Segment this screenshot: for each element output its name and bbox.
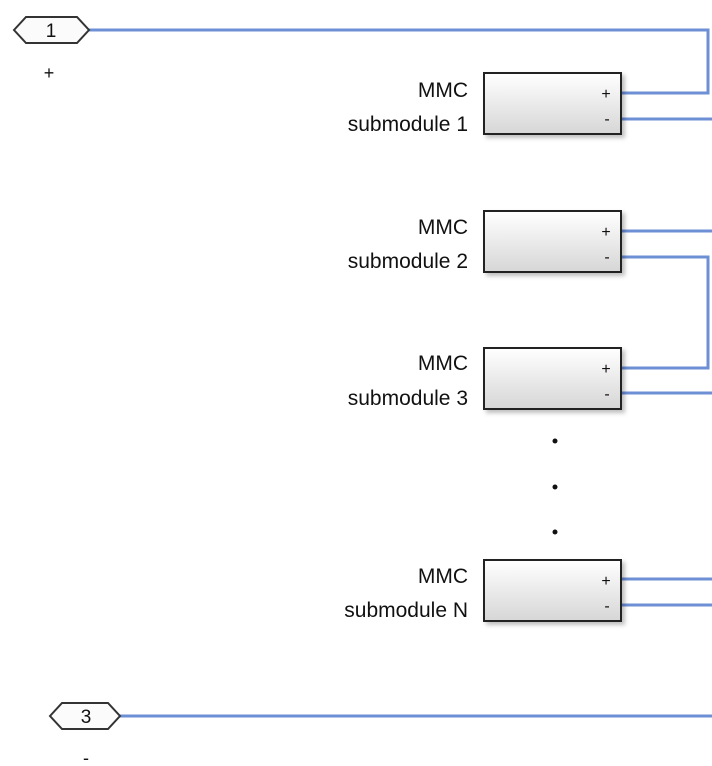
ellipsis-dot (552, 438, 558, 444)
port-1[interactable]: 1 + (12, 16, 91, 83)
port-3-shape (48, 702, 122, 730)
wire-sm2-minus-to-sm3-plus[interactable] (622, 255, 710, 370)
block-body (483, 559, 622, 622)
block-subtitle: submodule N (344, 599, 468, 622)
port-3[interactable]: 3 - (48, 702, 122, 766)
block-body (483, 347, 622, 410)
plus-pin-label: + (601, 224, 610, 241)
block-title: MMC (418, 216, 468, 239)
plus-pin-label: + (601, 86, 610, 103)
port-3-number: 3 (81, 707, 92, 728)
plus-pin-label: + (601, 573, 610, 590)
ellipsis-dots (552, 438, 558, 535)
submodule-block[interactable]: MMC submodule N + - (344, 559, 622, 622)
port-1-number: 1 (46, 21, 57, 42)
minus-pin-label: - (604, 249, 609, 266)
block-title: MMC (418, 565, 468, 588)
ellipsis-dot (552, 529, 558, 535)
block-subtitle: submodule 1 (348, 113, 468, 136)
block-title: MMC (418, 79, 468, 102)
block-subtitle: submodule 3 (348, 387, 468, 410)
block-subtitle: submodule 2 (348, 250, 468, 273)
minus-pin-label: - (604, 111, 609, 128)
submodule-block[interactable]: MMC submodule 3 + - (348, 347, 622, 410)
plus-pin-label: + (601, 361, 610, 378)
ellipsis-dot (552, 484, 558, 490)
port-3-sign: - (83, 748, 89, 766)
block-body (483, 72, 622, 135)
wires (88, 28, 712, 718)
block-body (483, 210, 622, 273)
submodule-block[interactable]: MMC submodule 1 + - (348, 72, 622, 136)
minus-pin-label: - (604, 386, 609, 403)
minus-pin-label: - (604, 598, 609, 615)
wire-port1-to-sm1-plus[interactable] (88, 28, 710, 95)
submodule-block[interactable]: MMC submodule 2 + - (348, 210, 622, 273)
port-1-sign: + (44, 63, 55, 83)
block-title: MMC (418, 352, 468, 375)
port-1-shape (12, 16, 91, 44)
